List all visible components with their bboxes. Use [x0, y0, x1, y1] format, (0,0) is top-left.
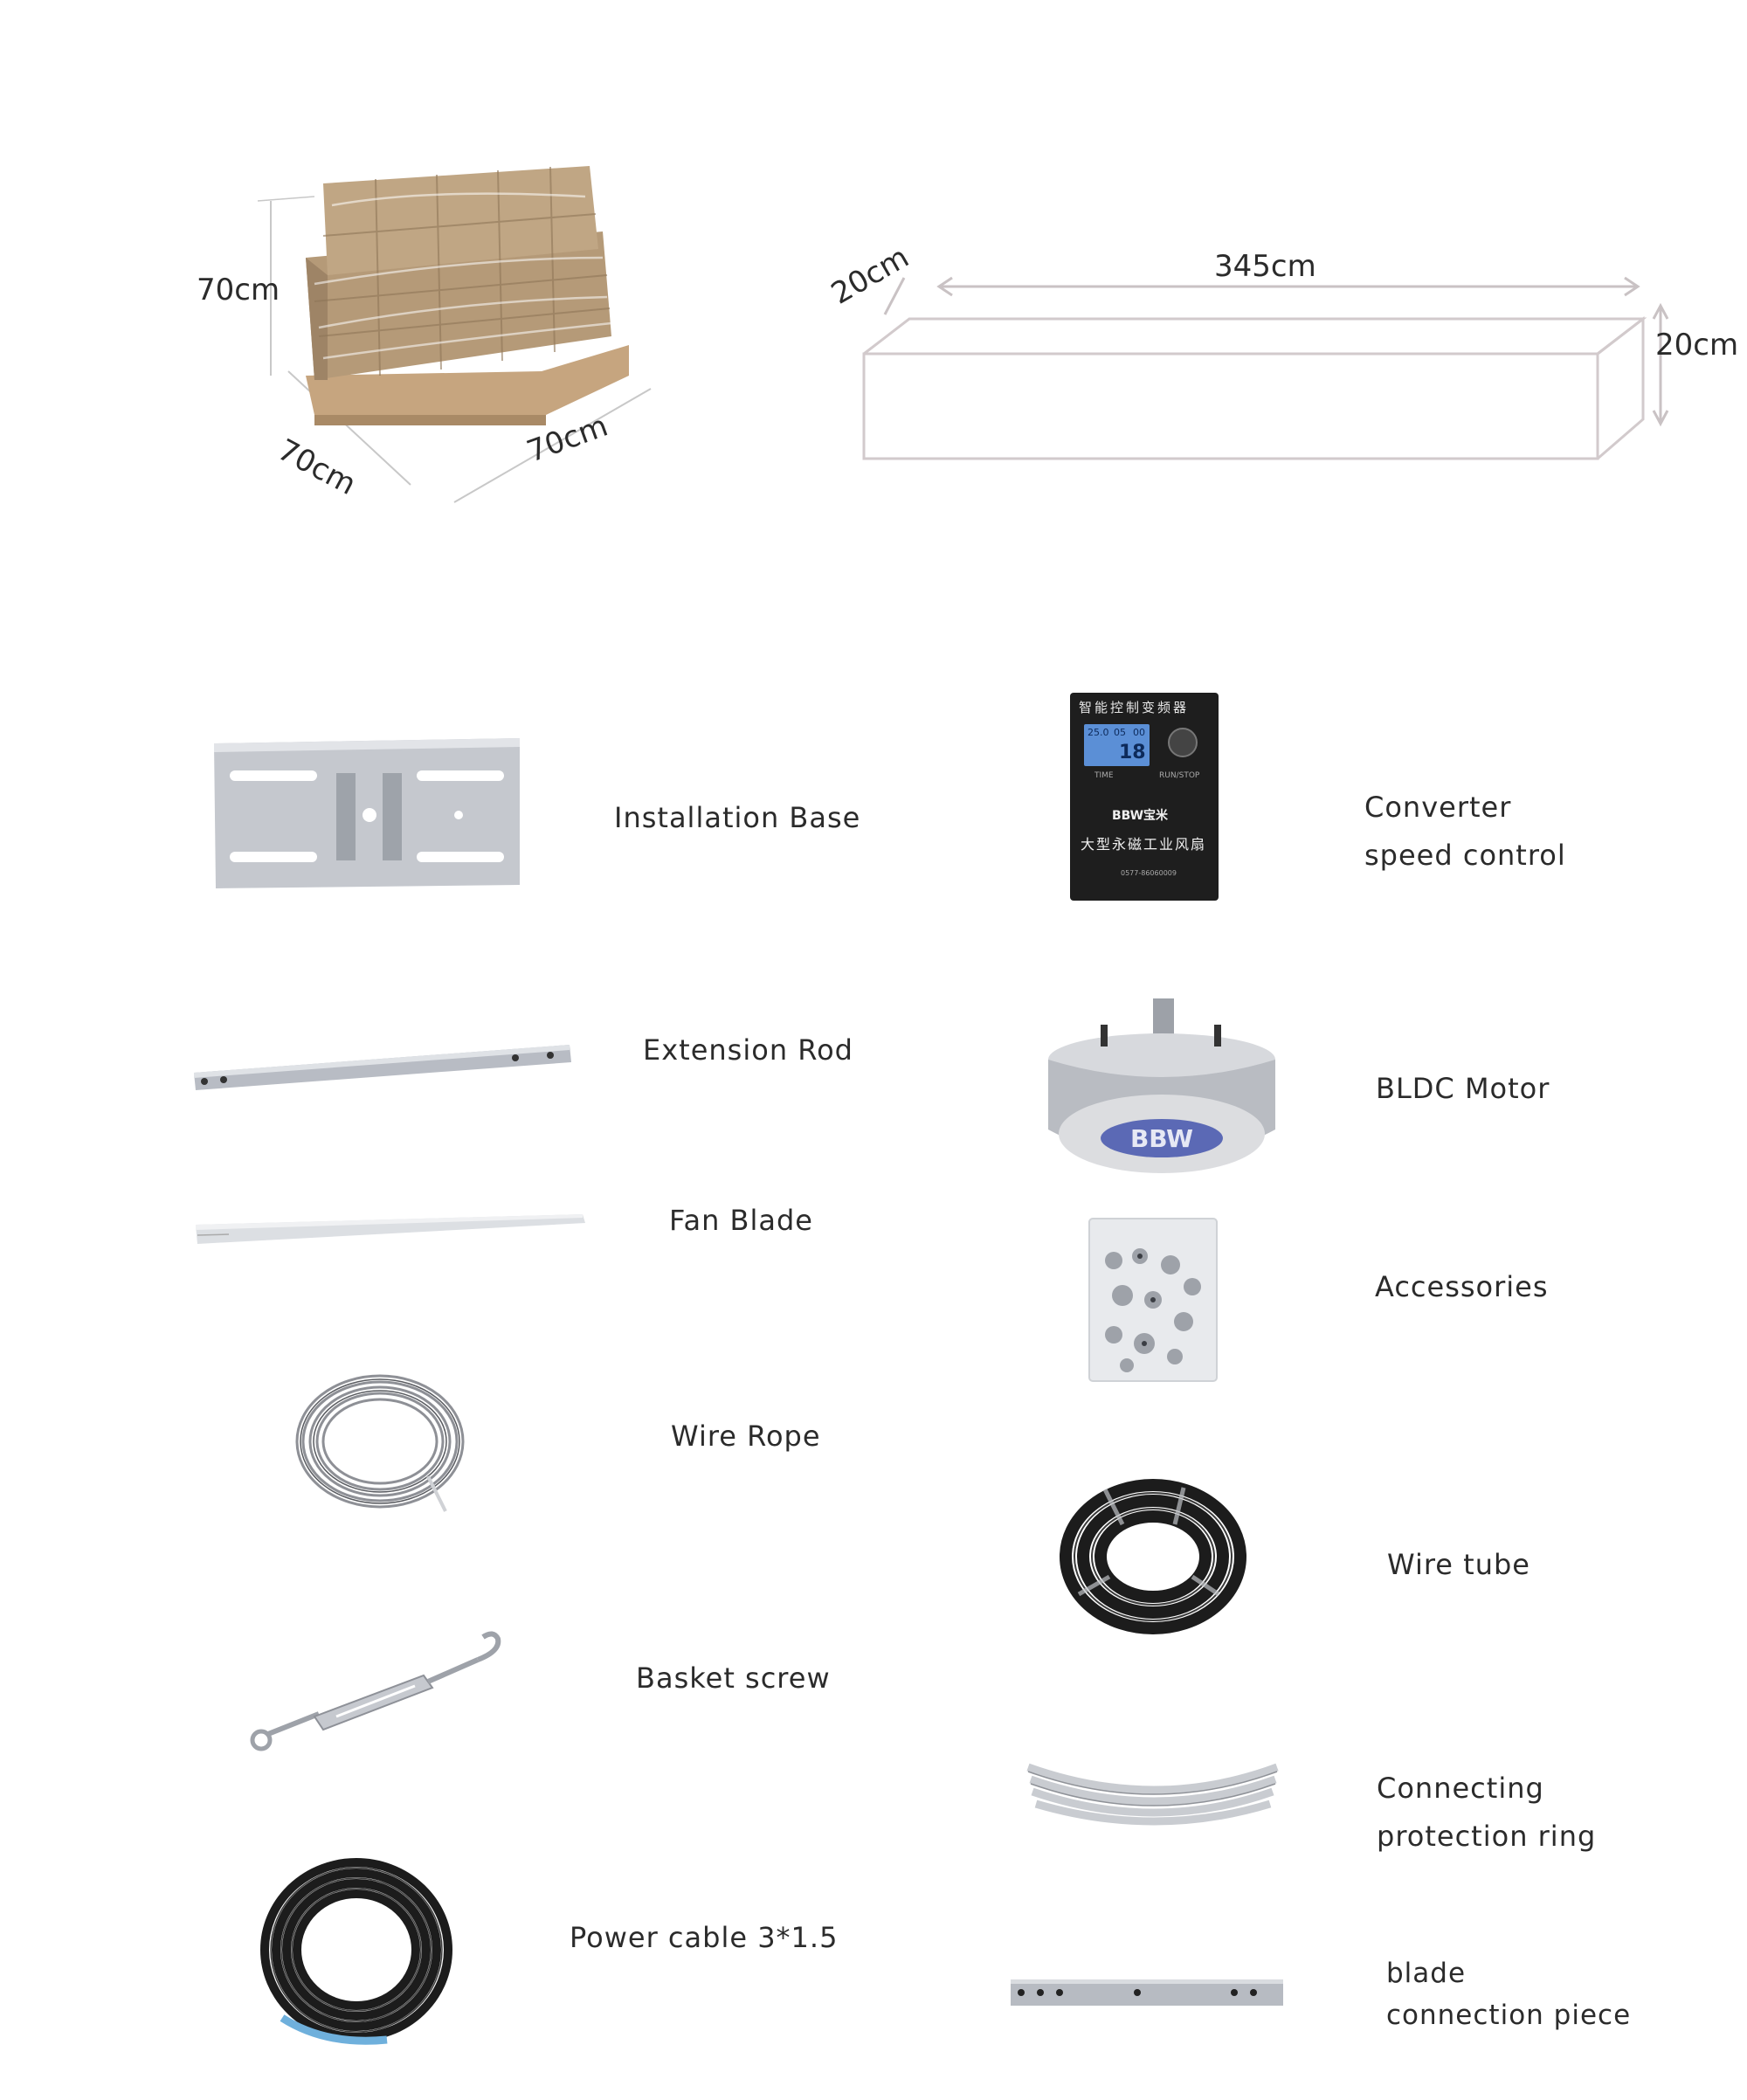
- speed-knob-icon: [1168, 728, 1198, 757]
- accessories-image: [1088, 1218, 1218, 1382]
- wire-rope-label: Wire Rope: [671, 1420, 821, 1453]
- fan-blade-label: Fan Blade: [669, 1204, 813, 1237]
- pallet-illustration: [253, 153, 664, 520]
- converter-title: 智能控制变频器: [1079, 700, 1190, 715]
- fan-blade-image: [196, 1214, 585, 1244]
- converter-subtitle: 大型永磁工业风扇: [1081, 836, 1207, 853]
- blade-connection-piece-label-line2: connection piece: [1386, 2000, 1632, 2031]
- bldc-motor-image: BBW: [1048, 998, 1275, 1173]
- wire-tube-image: [1060, 1479, 1246, 1634]
- basket-screw-label: Basket screw: [636, 1661, 831, 1695]
- run-stop-label: RUN/STOP: [1159, 771, 1200, 780]
- extension-rod-image: [194, 1045, 571, 1090]
- installation-base-image: [214, 738, 520, 888]
- bldc-motor-label: BLDC Motor: [1376, 1072, 1550, 1105]
- wire-rope-image: [295, 1374, 465, 1512]
- brand-logo: BBW宝米: [1112, 809, 1169, 823]
- svg-text:BBW: BBW: [1130, 1124, 1193, 1153]
- box-height-label: 20cm: [1655, 328, 1739, 363]
- connecting-ring-label-line1: Connecting: [1377, 1772, 1544, 1805]
- converter-label-line1: Converter: [1364, 791, 1512, 824]
- installation-base-label: Installation Base: [614, 801, 861, 834]
- pallet-height-label: 70cm: [197, 273, 280, 307]
- box-length-label: 345cm: [1214, 249, 1316, 284]
- pallet-icon: [257, 166, 652, 503]
- box-outline-icon: [862, 276, 1669, 460]
- blade-connection-piece-label-line1: blade: [1386, 1958, 1467, 1989]
- power-cable-label: Power cable 3*1.5: [570, 1921, 839, 1954]
- converter-label-line2: speed control: [1364, 839, 1566, 872]
- converter-speed-control-image: 智能控制变频器 25.0 05 00 18 TIME RUN/STOP BBW宝…: [1070, 693, 1219, 901]
- time-label: TIME: [1094, 771, 1114, 780]
- connecting-ring-label-line2: protection ring: [1377, 1820, 1597, 1853]
- blade-connection-piece-image: [1011, 1979, 1283, 2006]
- extension-rod-label: Extension Rod: [643, 1033, 853, 1067]
- converter-phone: 0577-86060009: [1121, 869, 1177, 877]
- accessories-label: Accessories: [1375, 1270, 1549, 1303]
- basket-screw-image: [250, 1631, 501, 1751]
- wire-tube-label: Wire tube: [1387, 1548, 1530, 1581]
- connecting-protection-ring-image: [1026, 1763, 1279, 1826]
- power-cable-image: [260, 1858, 452, 2045]
- converter-display: 25.0 05 00 18: [1084, 724, 1150, 766]
